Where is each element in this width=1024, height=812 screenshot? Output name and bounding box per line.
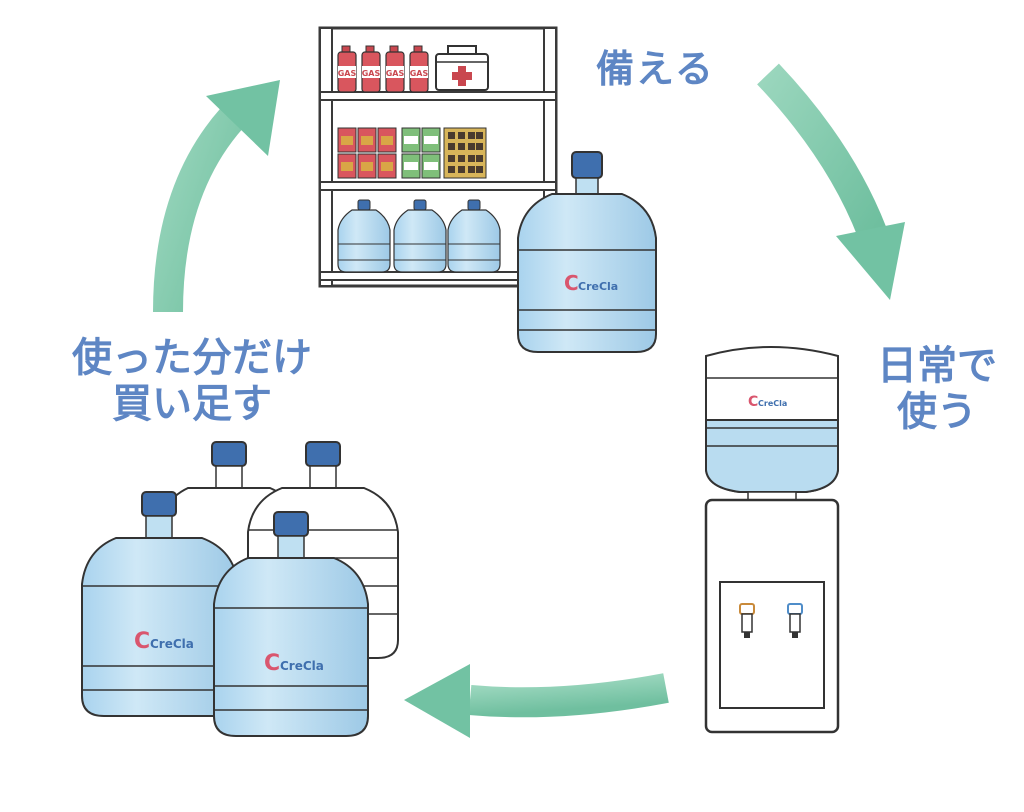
- water-bottle-large: C CreCla: [517, 151, 657, 353]
- bottle-group: C CreCla C CreCla: [81, 441, 399, 737]
- svg-text:C: C: [134, 629, 150, 654]
- hot-water-tap-icon: [739, 603, 755, 638]
- dispenser-logo-text: CreCla: [758, 399, 787, 408]
- step-label-line: 備える: [596, 47, 715, 91]
- arrow-buy-to-prepare: [153, 80, 280, 313]
- bottle-logo-text: CreCla: [280, 659, 324, 673]
- water-dispenser: C CreCla: [704, 346, 840, 734]
- brand-logo: C CreCla: [564, 271, 618, 295]
- gas-label: GAS: [410, 69, 429, 78]
- step-label-buy: 使った分だけ 買い足す: [42, 335, 342, 427]
- brand-logo-text: CreCla: [578, 280, 618, 293]
- step-label-line: 日常で: [877, 343, 997, 389]
- svg-text:C: C: [264, 651, 280, 676]
- gas-label: GAS: [338, 69, 357, 78]
- gas-cans: GAS GAS GAS GAS: [337, 45, 429, 93]
- full-bottle: C CreCla: [213, 511, 369, 737]
- arrow-prepare-to-daily: [757, 63, 905, 300]
- cold-water-tap-icon: [787, 603, 803, 638]
- storage-shelf: GAS GAS GAS GAS: [318, 26, 558, 288]
- step-label-prepare: 備える: [596, 47, 715, 92]
- step-label-line: 使う: [897, 389, 977, 435]
- svg-text:C: C: [564, 271, 579, 295]
- bottle-logo-text: CreCla: [150, 637, 194, 651]
- full-bottle: C CreCla: [81, 491, 239, 717]
- arrow-daily-to-buy: [404, 664, 669, 738]
- first-aid-kit: [435, 45, 489, 91]
- gas-label: GAS: [362, 69, 381, 78]
- svg-text:C: C: [748, 394, 758, 410]
- step-label-line: 買い足す: [112, 381, 272, 427]
- canned-food: [337, 127, 487, 179]
- shelf-water-bottles: [337, 199, 501, 273]
- step-label-daily-use: 日常で 使う: [862, 343, 1012, 435]
- step-label-line: 使った分だけ: [72, 335, 312, 381]
- gas-label: GAS: [386, 69, 405, 78]
